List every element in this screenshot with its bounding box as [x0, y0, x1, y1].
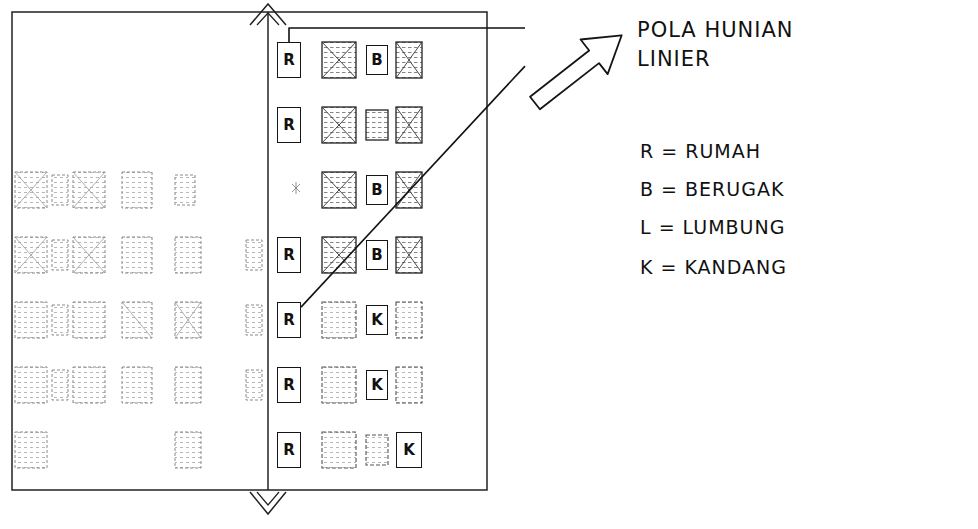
box-letter: R	[283, 312, 295, 329]
berugak-box: B	[366, 45, 388, 75]
box-letter: K	[371, 377, 383, 394]
heading-text: POLA HUNIAN LINIER	[637, 16, 817, 75]
key-text: K = KANDANG	[640, 256, 787, 278]
kandang-box: K	[366, 370, 388, 400]
house-box: R	[277, 107, 301, 143]
box-letter: R	[283, 377, 295, 394]
berugak-box: B	[366, 175, 388, 205]
box-letter: R	[283, 117, 295, 134]
box-letter: K	[403, 442, 415, 459]
box-letter: R	[283, 52, 295, 69]
kandang-box: K	[396, 432, 422, 468]
house-box: R	[277, 367, 301, 403]
key-text: R = RUMAH	[640, 140, 761, 162]
hollow-arrow	[525, 18, 625, 113]
box-letter: B	[371, 247, 382, 264]
callout-arrow: POLA HUNIAN LINIER	[525, 18, 625, 113]
berugak-box: B	[366, 240, 388, 270]
arrow-outline	[525, 18, 625, 113]
key-text: L = LUMBUNG	[640, 216, 785, 238]
house-box: R	[277, 237, 301, 273]
house-box: R	[277, 432, 301, 468]
key-text: B = BERUGAK	[640, 178, 784, 200]
kandang-box: K	[366, 305, 388, 335]
house-box: R	[277, 302, 301, 338]
leader-connector	[289, 28, 525, 42]
house-box: R	[277, 42, 301, 78]
box-letter: R	[283, 247, 295, 264]
leader-connector	[301, 66, 525, 307]
box-letter: R	[283, 442, 295, 459]
box-letter: K	[371, 312, 383, 329]
box-letter: B	[371, 182, 382, 199]
box-letter: B	[371, 52, 382, 69]
